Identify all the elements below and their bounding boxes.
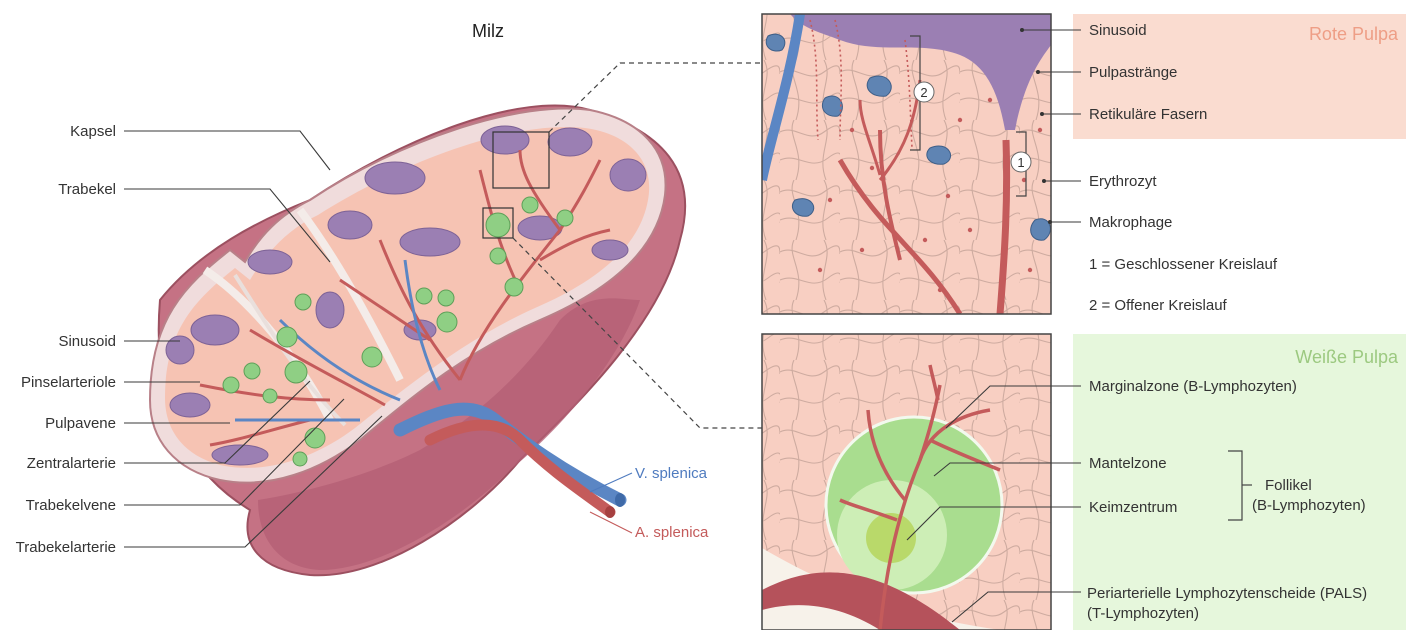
marker-2: 2 bbox=[920, 85, 927, 100]
label-a-splenica: A. splenica bbox=[635, 524, 709, 541]
label-erythrozyt: Erythrozyt bbox=[1089, 173, 1157, 190]
red-pulp-zoom bbox=[762, 14, 1051, 314]
label-follikel: Follikel bbox=[1265, 477, 1312, 494]
white-pulp-header: Weiße Pulpa bbox=[1295, 347, 1399, 367]
label-pulpavene: Pulpavene bbox=[45, 415, 116, 432]
label-keimzentrum: Keimzentrum bbox=[1089, 499, 1177, 516]
label-trabekelarterie: Trabekelarterie bbox=[16, 539, 116, 556]
diagram-title: Milz bbox=[472, 21, 504, 41]
label-zentralarterie: Zentralarterie bbox=[27, 455, 116, 472]
white-pulp-zoom bbox=[762, 334, 1051, 630]
label-pals: Periarterielle Lymphozytenscheide (PALS) bbox=[1087, 585, 1367, 602]
legend-closed-circulation: 1 = Geschlossener Kreislauf bbox=[1089, 256, 1278, 273]
legend-open-circulation: 2 = Offener Kreislauf bbox=[1089, 297, 1228, 314]
red-pulp-header: Rote Pulpa bbox=[1309, 24, 1399, 44]
label-mantelzone: Mantelzone bbox=[1089, 455, 1167, 472]
label-retikulaere-fasern: Retikuläre Fasern bbox=[1089, 106, 1207, 123]
label-trabekel: Trabekel bbox=[58, 181, 116, 198]
marker-1: 1 bbox=[1017, 155, 1024, 170]
label-sinusoid-right: Sinusoid bbox=[1089, 22, 1147, 39]
label-follikel-b-lymphozyten: (B-Lymphozyten) bbox=[1252, 497, 1366, 514]
label-v-splenica: V. splenica bbox=[635, 465, 708, 482]
label-pulpastraenge: Pulpastränge bbox=[1089, 64, 1177, 81]
label-pinselarteriole: Pinselarteriole bbox=[21, 374, 116, 391]
label-marginalzone: Marginalzone (B-Lymphozyten) bbox=[1089, 378, 1297, 395]
label-kapsel: Kapsel bbox=[70, 123, 116, 140]
label-sinusoid-left: Sinusoid bbox=[58, 333, 116, 350]
label-pals-t-lymphozyten: (T-Lymphozyten) bbox=[1087, 605, 1199, 622]
label-trabekelvene: Trabekelvene bbox=[26, 497, 116, 514]
label-makrophage: Makrophage bbox=[1089, 214, 1172, 231]
